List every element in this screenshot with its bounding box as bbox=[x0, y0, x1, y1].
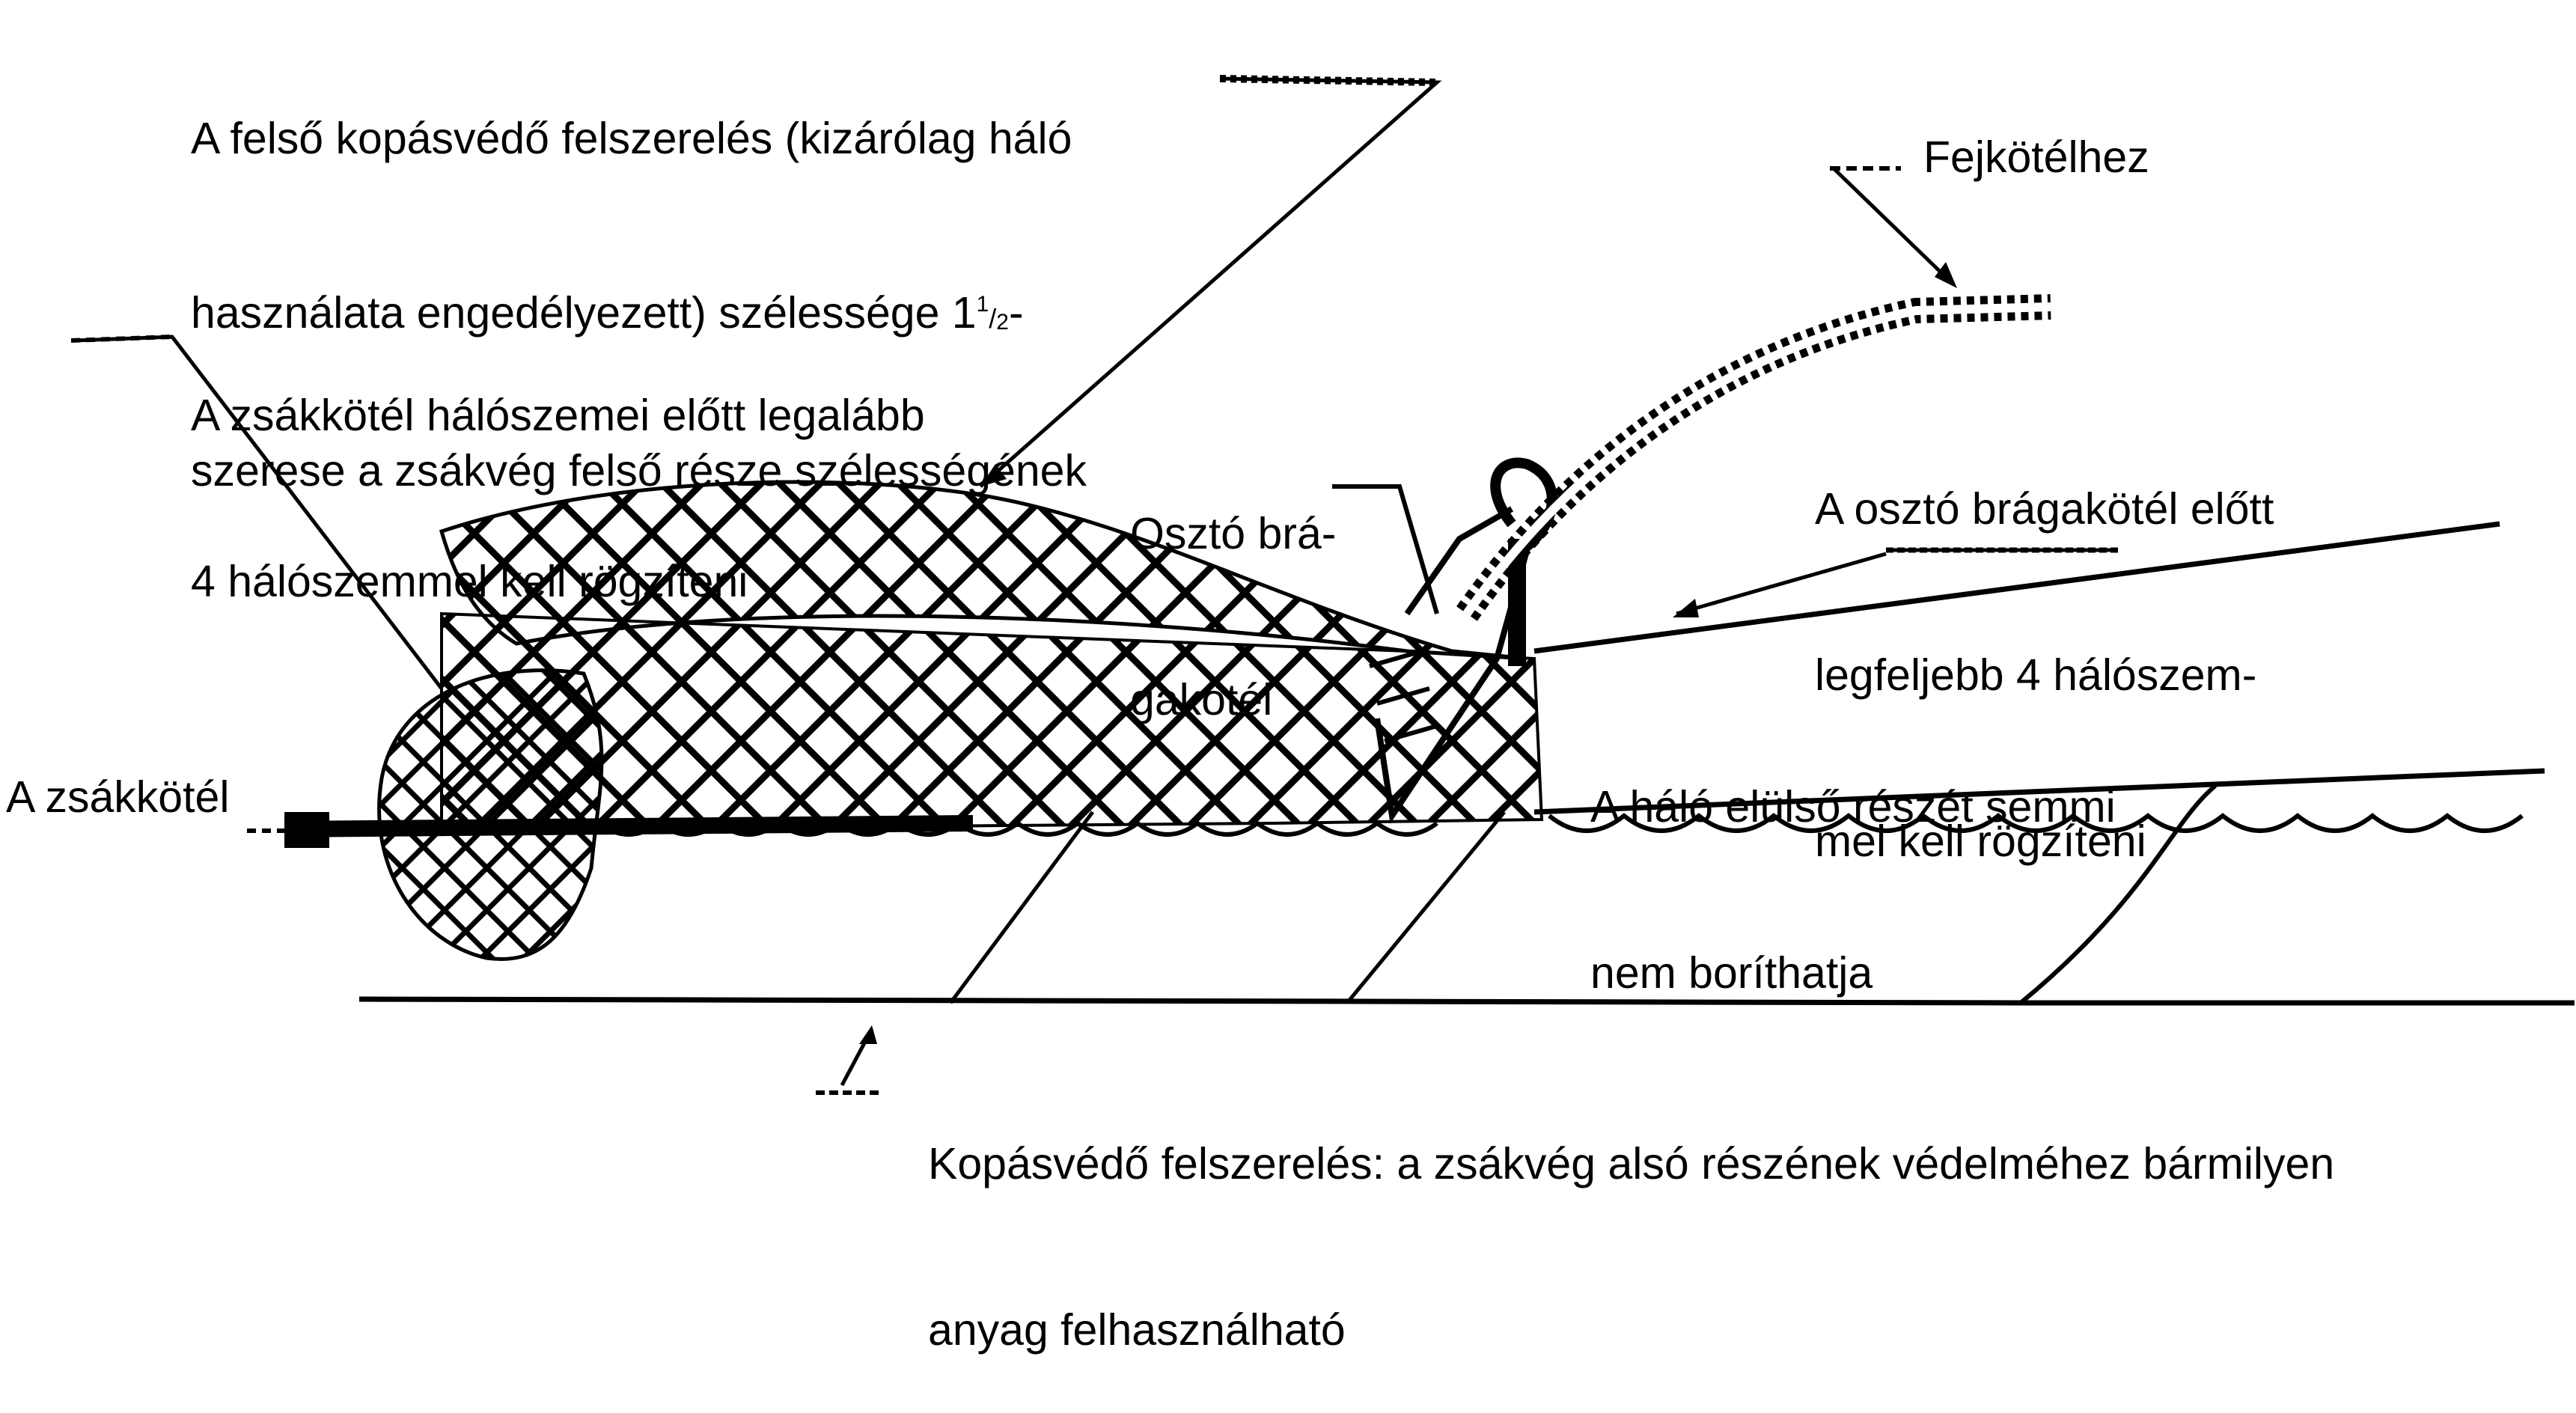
lower-ground-line bbox=[358, 996, 2575, 1006]
lower-ground-curve bbox=[2019, 784, 2217, 1005]
label-top-guard: A felső kopásvédő felszerelés (kizárólag… bbox=[191, 0, 1087, 554]
leader-bottom-guard-2 bbox=[1346, 811, 1506, 1004]
label-head-rope: Fejkötélhez bbox=[1923, 132, 2149, 182]
label-front-uncovered: A háló elülső részét semmi nem boríthatj… bbox=[1590, 782, 2116, 998]
leader-head-rope bbox=[1832, 167, 1955, 286]
leader-bottom-guard-1 bbox=[948, 811, 1095, 1004]
arrow-bottom-guard bbox=[859, 1025, 877, 1044]
leader-splitting-strap bbox=[1332, 484, 1439, 614]
top-chafer-netting bbox=[439, 480, 1527, 661]
leader-top-guard bbox=[979, 76, 1442, 488]
leader-top-guard-dash bbox=[1219, 75, 1438, 86]
label-splitting-strap: Osztó brá- gakötél bbox=[1130, 509, 1337, 724]
label-bottom-guard: Kopásvédő felszerelés: a zsákvég alsó ré… bbox=[928, 1139, 2335, 1355]
footrope-scallops bbox=[597, 820, 1438, 837]
middle-extension-line bbox=[1533, 768, 2545, 815]
headline-rope-core bbox=[1463, 302, 2051, 617]
label-top-guard-line2: használata engedélyezett) szélessége 11/… bbox=[191, 288, 1024, 338]
arrow-strap-meshes bbox=[1673, 599, 1699, 617]
label-top-guard-line3: szerese a zsákvég felső része szélességé… bbox=[191, 446, 1087, 495]
arrow-top-guard bbox=[980, 464, 1007, 486]
label-codline-meshes: A zsákkötél hálószemei előtt legalább 4 … bbox=[191, 391, 925, 606]
mesh-ties bbox=[1369, 649, 1438, 743]
extension-scallops bbox=[1548, 813, 2524, 833]
codline-rope bbox=[284, 815, 974, 837]
codline-knot bbox=[284, 812, 329, 848]
codend-bulb bbox=[377, 668, 604, 961]
splitting-strap-tie bbox=[1404, 506, 1513, 616]
label-codline: A zsákkötél bbox=[6, 772, 230, 822]
label-top-guard-line1: A felső kopásvédő felszerelés (kizárólag… bbox=[191, 114, 1072, 163]
leader-codline-meshes-dash bbox=[70, 335, 173, 343]
trawl-codend-diagram bbox=[70, 75, 2575, 1095]
upper-extension-line bbox=[1533, 521, 2500, 654]
label-strap-meshes: A osztó brágakötél előtt legfeljebb 4 há… bbox=[1815, 484, 2274, 866]
arrow-head-rope bbox=[1935, 262, 1957, 288]
